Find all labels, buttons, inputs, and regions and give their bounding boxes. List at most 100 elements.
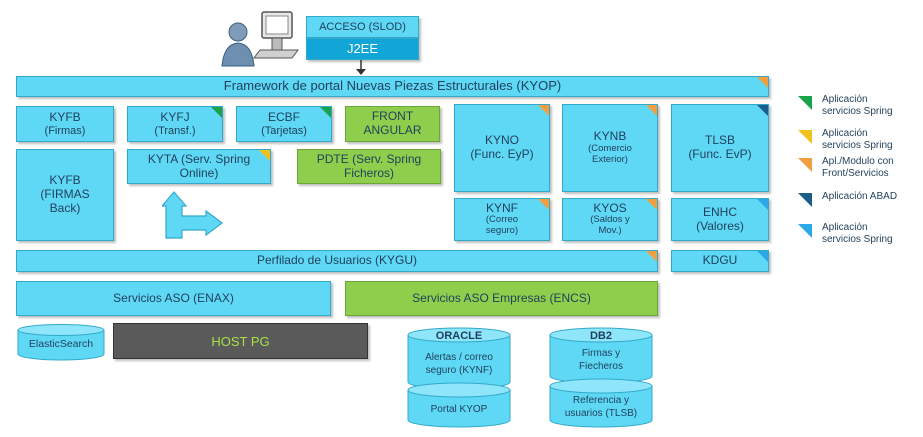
kyno-sub: (Func. EyP) — [470, 147, 534, 161]
kynf-line2: (Correo — [485, 214, 519, 226]
orange-corner-icon — [646, 251, 657, 262]
orange-corner-icon — [538, 105, 549, 116]
kyfb-sub: (Firmas) — [44, 124, 86, 137]
green-corner-icon — [320, 107, 331, 118]
orange-corner-icon — [646, 105, 657, 116]
legend-line1: Aplicación ABAD — [822, 191, 898, 202]
oracle-top-line1: Alertas / correo — [425, 352, 493, 363]
blue-corner-icon — [757, 251, 768, 262]
pdte-line2: Ficheros) — [343, 165, 394, 180]
kyos-box: KYOS (Saldos y Mov.) — [562, 198, 658, 241]
kygu-box: Perfilado de Usuarios (KYGU) — [16, 250, 658, 272]
kyno-box: KYNO (Func. EyP) — [454, 104, 550, 192]
tlsb-sub: (Func. EvP) — [688, 147, 752, 161]
db2-top-line2: Fiecheros — [579, 361, 623, 372]
tlsb-box: TLSB (Func. EvP) — [671, 104, 769, 192]
enax-label: Servicios ASO (ENAX) — [113, 290, 234, 305]
kyfb-back-line2: (FIRMAS — [40, 187, 90, 202]
bidirectional-arrow-icon — [162, 191, 223, 239]
orange-corner-icon — [757, 77, 768, 88]
kyta-box: KYTA (Serv. Spring Online) — [127, 149, 271, 184]
user-at-computer-icon — [221, 11, 299, 67]
db2-database-icon — [549, 327, 653, 428]
kyfj-box: KYFJ (Transf.) — [127, 106, 223, 142]
ecbf-sub: (Tarjetas) — [261, 124, 307, 137]
j2ee-box: J2EE — [306, 38, 419, 60]
kdgu-box: KDGU — [671, 250, 769, 272]
navy-corner-icon — [798, 193, 812, 207]
elasticsearch-database-icon — [17, 324, 105, 361]
kynb-line3: Exterior) — [592, 153, 628, 165]
host-pg-box: HOST PG — [113, 323, 368, 359]
yellow-corner-icon — [259, 150, 270, 161]
orange-corner-icon — [538, 199, 549, 210]
kynb-line2: (Comercio — [588, 142, 632, 154]
oracle-database-icon — [407, 327, 511, 428]
db2-top-line1: Firmas y — [581, 348, 621, 359]
j2ee-label: J2EE — [346, 40, 379, 56]
oracle-title: ORACLE — [435, 330, 483, 342]
kyta-line2: Online) — [179, 165, 219, 180]
front-angular-box: FRONT ANGULAR — [345, 106, 440, 142]
kyfj-sub: (Transf.) — [154, 124, 196, 137]
kyfb-back-name: KYFB — [49, 173, 81, 188]
arrow-down-icon — [356, 60, 366, 75]
blue-corner-icon — [798, 224, 812, 238]
kyta-line1: KYTA (Serv. Spring — [147, 151, 251, 166]
front-line1: FRONT — [371, 109, 414, 124]
enax-box: Servicios ASO (ENAX) — [16, 281, 331, 316]
oracle-bottom-label: Portal KYOP — [430, 404, 488, 415]
db2-bottom-line2: usuarios (TLSB) — [564, 408, 638, 419]
kyfj-name: KYFJ — [160, 109, 190, 124]
kyfb-name: KYFB — [49, 109, 81, 124]
kynb-name: KYNB — [593, 129, 627, 144]
orange-corner-icon — [798, 158, 812, 172]
navy-corner-icon — [757, 105, 768, 116]
pdte-box: PDTE (Serv. Spring Ficheros) — [297, 149, 441, 184]
legend-line2: servicios Spring — [822, 233, 893, 245]
db2-title: DB2 — [589, 330, 612, 342]
kyos-line2: (Saldos y — [590, 214, 630, 226]
pdte-line1: PDTE (Serv. Spring — [316, 151, 422, 166]
db2-bottom-line1: Referencia y — [572, 395, 630, 406]
framework-label: Framework de portal Nuevas Piezas Estruc… — [223, 78, 562, 94]
kyos-line3: Mov.) — [598, 225, 622, 237]
legend-line2: Front/Servicios — [822, 167, 889, 179]
front-line2: ANGULAR — [363, 123, 422, 137]
kyfb-back-line3: Back) — [49, 200, 81, 215]
legend-line2: servicios Spring — [822, 139, 893, 151]
enhc-name: ENHC — [702, 204, 737, 219]
elasticsearch-label: ElasticSearch — [28, 338, 94, 350]
kynb-box: KYNB (Comercio Exterior) — [562, 104, 658, 192]
tlsb-name: TLSB — [704, 133, 735, 148]
legend-line1: Apl./Modulo con — [822, 156, 894, 167]
orange-corner-icon — [646, 199, 657, 210]
kdgu-label: KDGU — [702, 253, 738, 268]
green-corner-icon — [211, 107, 222, 118]
kyno-name: KYNO — [484, 133, 519, 148]
enhc-box: ENHC (Valores) — [671, 198, 769, 241]
kyfb-back-box: KYFB (FIRMAS Back) — [16, 149, 114, 241]
green-corner-icon — [798, 96, 812, 110]
blue-corner-icon — [757, 199, 768, 210]
enhc-sub: (Valores) — [696, 218, 744, 233]
kynf-line3: seguro) — [485, 225, 519, 237]
legend-line1: Aplicación — [822, 222, 868, 233]
acceso-box: ACCESO (SLOD) — [306, 16, 419, 38]
kynf-box: KYNF (Correo seguro) — [454, 198, 550, 241]
encs-label: Servicios ASO Empresas (ENCS) — [412, 290, 591, 305]
host-pg-label: HOST PG — [211, 333, 270, 349]
encs-box: Servicios ASO Empresas (ENCS) — [345, 281, 658, 316]
kynf-name: KYNF — [485, 200, 518, 215]
legend-line1: Aplicación — [822, 94, 868, 105]
acceso-label: ACCESO (SLOD) — [319, 20, 406, 33]
yellow-corner-icon — [798, 130, 812, 144]
kyos-name: KYOS — [593, 200, 627, 215]
oracle-top-line2: seguro (KYNF) — [425, 365, 493, 376]
framework-box: Framework de portal Nuevas Piezas Estruc… — [16, 76, 769, 97]
ecbf-box: ECBF (Tarjetas) — [236, 106, 332, 142]
legend-line1: Aplicación — [822, 128, 868, 139]
kygu-label: Perfilado de Usuarios (KYGU) — [256, 253, 418, 268]
ecbf-name: ECBF — [267, 109, 300, 124]
legend-line2: servicios Spring — [822, 105, 893, 117]
